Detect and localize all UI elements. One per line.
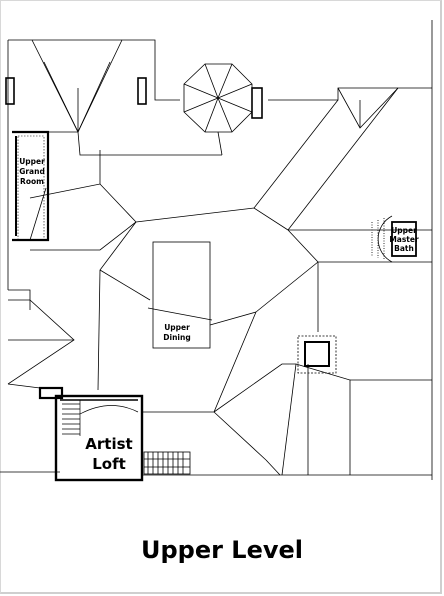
master-bath-label-2: Master xyxy=(389,235,419,244)
master-bath-label-1: Upper xyxy=(391,226,417,235)
upper-dining-chimney xyxy=(147,241,213,349)
drawing-caption: Upper Level xyxy=(140,536,304,564)
dormer-windows xyxy=(5,77,263,119)
grand-room-label-2: Grand xyxy=(19,167,45,176)
dining-label-1: Upper xyxy=(164,323,190,332)
roof-outline xyxy=(0,20,433,480)
octagon-turret xyxy=(183,63,253,156)
upper-grand-room xyxy=(12,130,50,242)
artist-loft-label-1: Artist xyxy=(85,435,132,453)
left-lower-gable xyxy=(7,299,75,389)
skylight-right xyxy=(297,335,337,374)
deck-railing xyxy=(143,451,191,475)
artist-loft xyxy=(38,386,144,482)
dining-label-2: Dining xyxy=(163,333,190,342)
loft-stair xyxy=(62,400,81,436)
artist-loft-label-2: Loft xyxy=(92,455,126,473)
roof-ridges xyxy=(29,87,432,476)
grand-room-label-3: Room xyxy=(20,177,44,186)
grand-room-label-1: Upper xyxy=(19,157,45,166)
right-lower-structure xyxy=(281,363,432,476)
top-right-gable xyxy=(337,87,399,129)
upper-master-bath xyxy=(371,215,417,263)
master-bath-label-3: Bath xyxy=(394,244,414,253)
top-left-gable xyxy=(31,39,222,156)
